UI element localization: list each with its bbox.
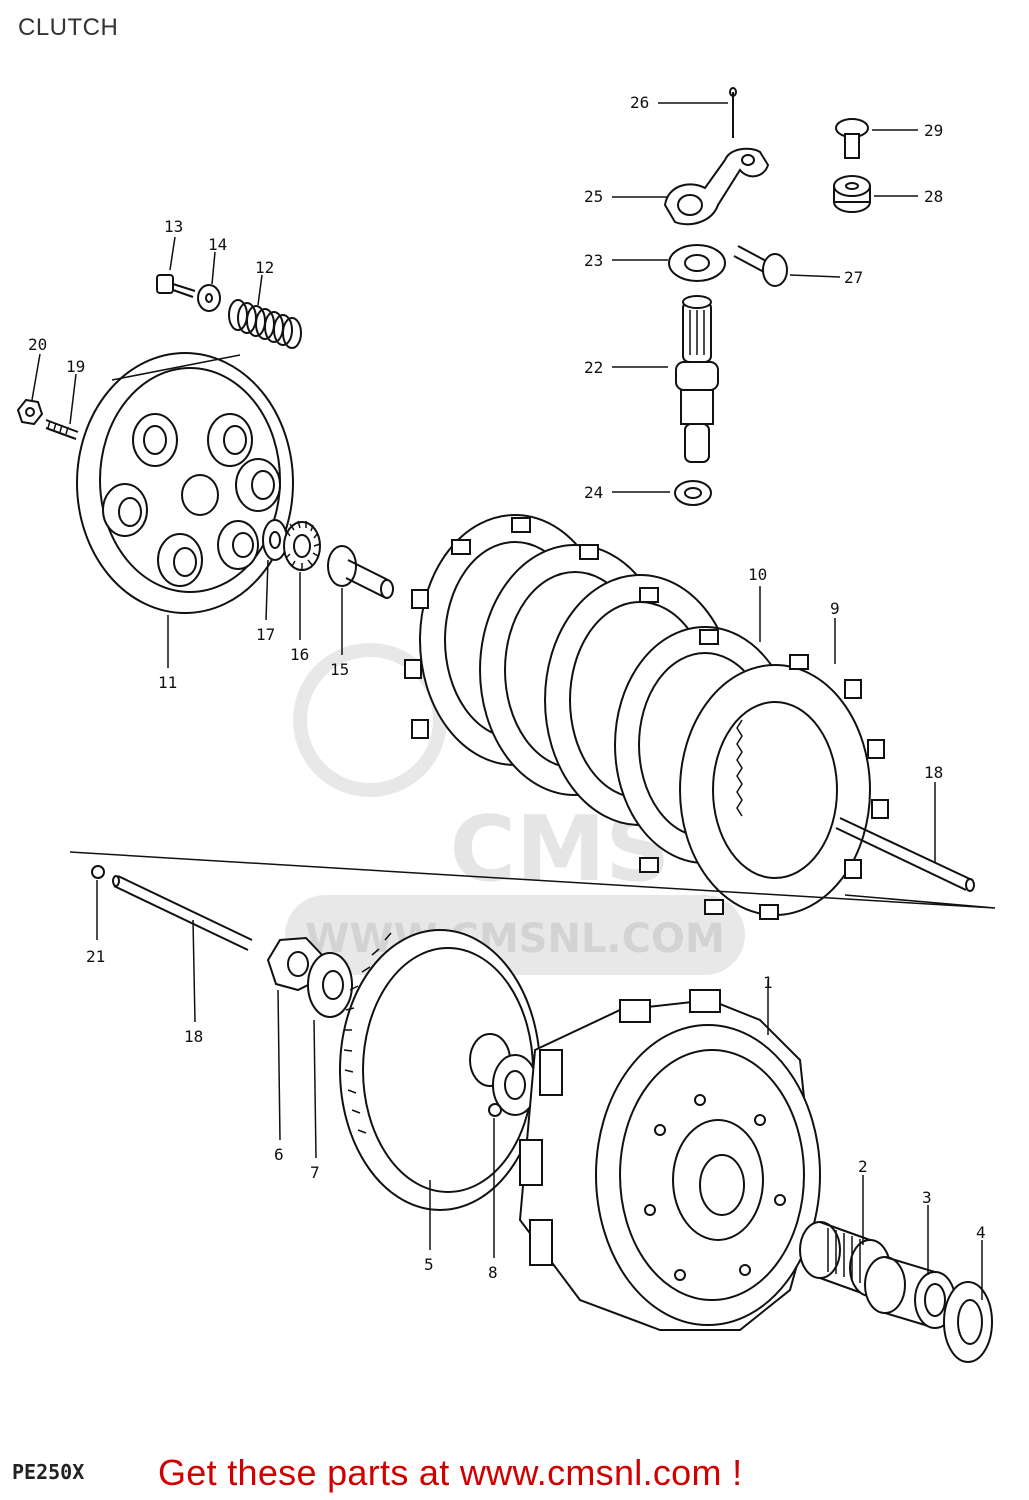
primary-driven-gear-5 bbox=[339, 929, 541, 1211]
washer-24 bbox=[674, 480, 712, 506]
pressure-plate-group bbox=[16, 274, 394, 614]
clutch-housing-1 bbox=[518, 989, 821, 1331]
plate-tabs bbox=[404, 517, 889, 920]
callout-3: 3 bbox=[922, 1188, 932, 1207]
callout-29: 29 bbox=[924, 121, 943, 140]
callout-10: 10 bbox=[748, 565, 767, 584]
callout-28: 28 bbox=[924, 187, 943, 206]
lock-washer-7 bbox=[307, 952, 353, 1018]
callout-26: 26 bbox=[630, 93, 649, 112]
lever-25 bbox=[663, 147, 770, 226]
leader-lines bbox=[31, 102, 983, 1300]
page-title: CLUTCH bbox=[18, 14, 119, 41]
callout-25: 25 bbox=[584, 187, 603, 206]
clutch-housing-group bbox=[518, 989, 993, 1363]
callout-8: 8 bbox=[488, 1263, 498, 1282]
bearing-16 bbox=[283, 520, 321, 571]
bearing-23 bbox=[668, 244, 726, 282]
primary-gear-group bbox=[266, 929, 541, 1211]
spring-12 bbox=[228, 299, 302, 349]
spacer-8 bbox=[488, 1103, 502, 1117]
callout-5: 5 bbox=[424, 1255, 434, 1274]
pressure-plate-11 bbox=[76, 352, 294, 614]
callout-15: 15 bbox=[330, 660, 349, 679]
callout-24: 24 bbox=[584, 483, 603, 502]
drive-plate-9 bbox=[679, 664, 871, 916]
thrust-washer-4 bbox=[943, 1281, 993, 1363]
bolt-13 bbox=[156, 274, 196, 298]
callout-12: 12 bbox=[255, 258, 274, 277]
washer-17 bbox=[262, 519, 288, 561]
callout-22: 22 bbox=[584, 358, 603, 377]
callout-23: 23 bbox=[584, 251, 603, 270]
cap-28 bbox=[833, 175, 871, 213]
screw-29 bbox=[835, 118, 869, 159]
callout-20: 20 bbox=[28, 335, 47, 354]
push-rod-18-upper bbox=[835, 817, 975, 892]
clutch-plates-group bbox=[69, 514, 996, 920]
ball-21 bbox=[91, 865, 105, 879]
stud-19 bbox=[45, 419, 79, 440]
callout-14: 14 bbox=[208, 235, 227, 254]
nut-20 bbox=[16, 398, 44, 426]
callout-9: 9 bbox=[830, 599, 840, 618]
push-rod-18-lower bbox=[112, 875, 253, 951]
callout-21: 21 bbox=[86, 947, 105, 966]
release-mechanism-group bbox=[663, 87, 871, 506]
lower-rod-group bbox=[91, 865, 253, 951]
model-code: PE250X bbox=[12, 1460, 85, 1484]
callout-11: 11 bbox=[158, 673, 177, 692]
push-piece-15 bbox=[327, 545, 394, 599]
callout-4: 4 bbox=[976, 1223, 986, 1242]
callout-18-lower: 18 bbox=[184, 1027, 203, 1046]
callout-labels: 26 29 25 28 23 27 22 24 13 14 12 20 19 1… bbox=[28, 93, 986, 1282]
callout-27: 27 bbox=[844, 268, 863, 287]
washer-14 bbox=[197, 284, 221, 312]
callout-2: 2 bbox=[858, 1157, 868, 1176]
callout-1: 1 bbox=[763, 973, 773, 992]
callout-18-upper: 18 bbox=[924, 763, 943, 782]
cta-link[interactable]: Get these parts at www.cmsnl.com ! bbox=[158, 1452, 743, 1493]
spacer-3 bbox=[864, 1256, 956, 1329]
shaft-22 bbox=[675, 295, 719, 463]
callout-16: 16 bbox=[290, 645, 309, 664]
watermark-url: WWW.CMSNL.COM bbox=[305, 916, 725, 962]
callout-6: 6 bbox=[274, 1145, 284, 1164]
callout-13: 13 bbox=[164, 217, 183, 236]
callout-7: 7 bbox=[310, 1163, 320, 1182]
callout-19: 19 bbox=[66, 357, 85, 376]
screw-27 bbox=[733, 245, 788, 287]
callout-17: 17 bbox=[256, 625, 275, 644]
